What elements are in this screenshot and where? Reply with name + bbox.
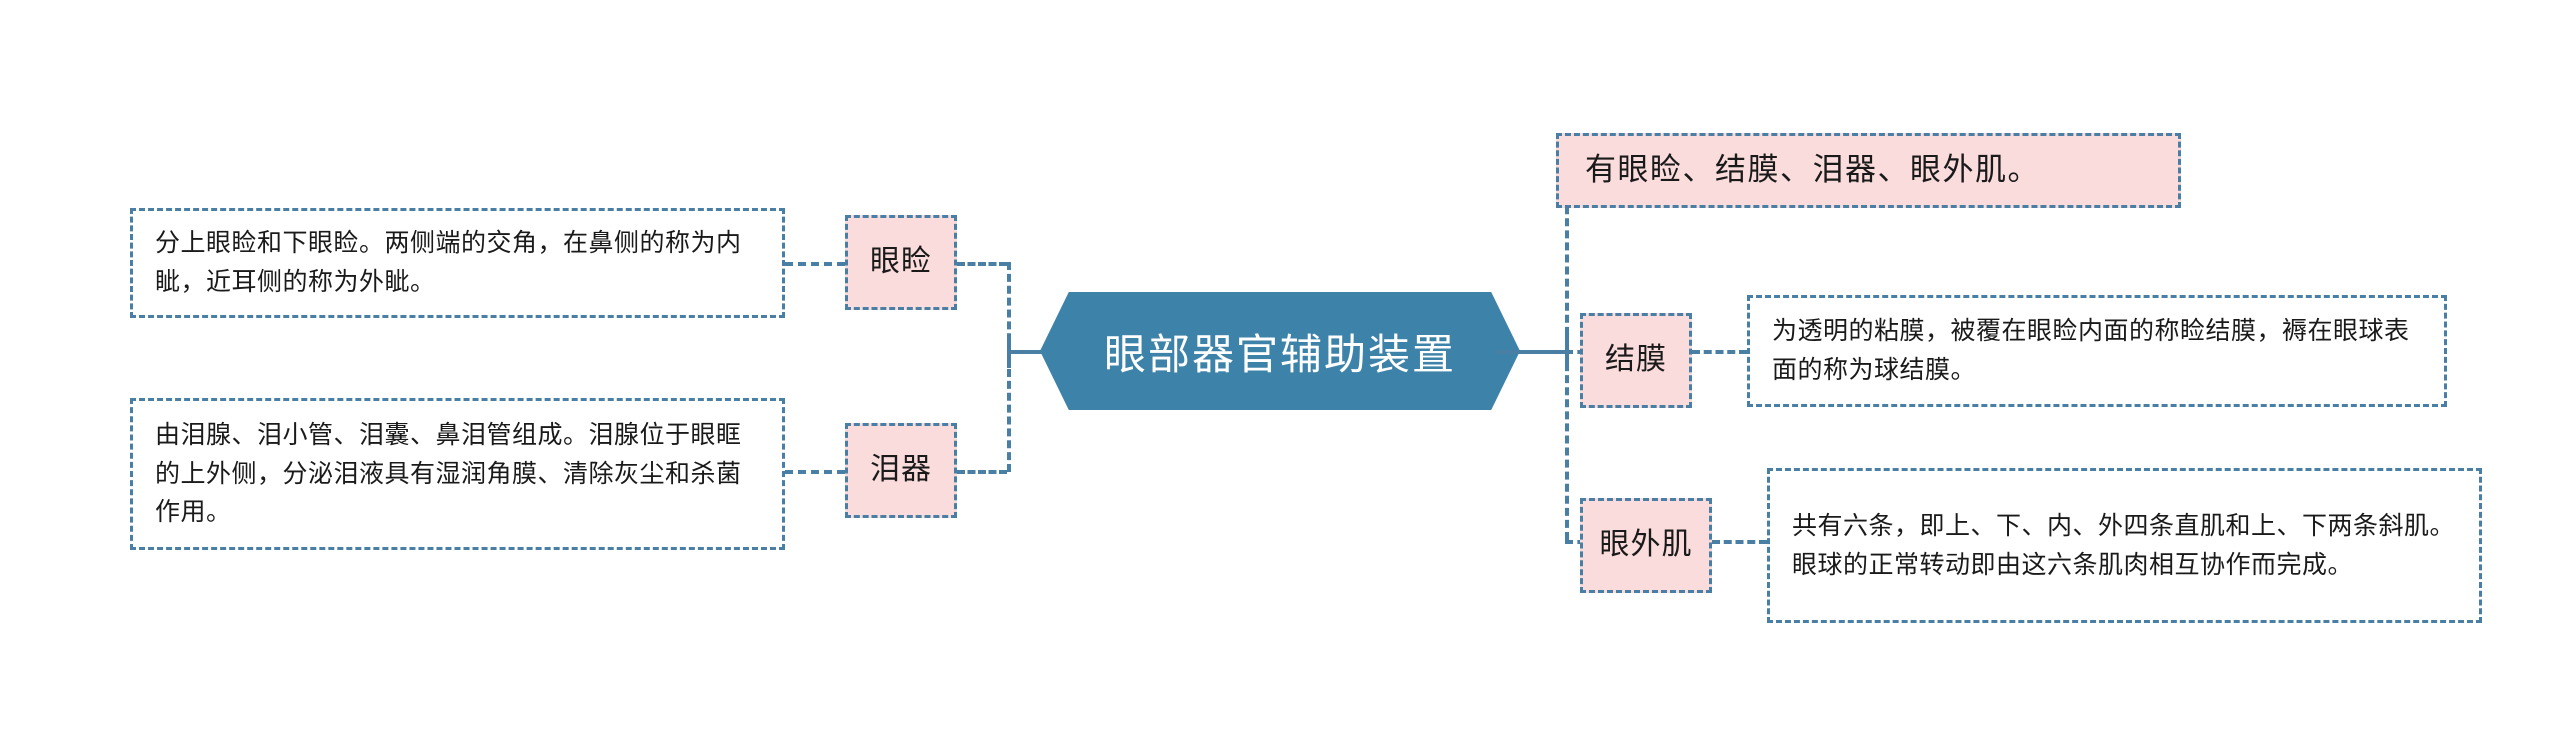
center-node-label: 眼部器官辅助装置	[1103, 330, 1456, 378]
left-description-eyelid: 分上眼睑和下眼睑。两侧端的交角，在鼻侧的称为内眦，近耳侧的称为外眦。	[130, 208, 785, 318]
node-conjunctiva-label: 结膜	[1605, 343, 1667, 377]
connector-desc2-to-lacrimal	[785, 470, 845, 474]
left-description-lacrimal-text: 由泪腺、泪小管、泪囊、鼻泪管组成。泪腺位于眼眶的上外侧，分泌泪液具有湿润角膜、清…	[155, 420, 742, 527]
connector-lacrimal-to-spine	[957, 470, 1007, 474]
right-description-extraocular-text: 共有六条，即上、下、内、外四条直肌和上、下两条斜肌。眼球的正常转动即由这六条肌肉…	[1792, 511, 2456, 579]
node-eyelid-label: 眼睑	[870, 245, 932, 279]
node-components-summary[interactable]: 有眼睑、结膜、泪器、眼外肌。	[1556, 133, 2181, 208]
right-description-conjunctiva: 为透明的粘膜，被覆在眼睑内面的称睑结膜，褥在眼球表面的称为球结膜。	[1747, 295, 2447, 407]
connector-desc1-to-eyelid	[785, 262, 845, 266]
right-spine	[1565, 170, 1569, 540]
node-components-summary-label: 有眼睑、结膜、泪器、眼外肌。	[1585, 152, 2040, 188]
node-lacrimal[interactable]: 泪器	[845, 423, 957, 518]
node-lacrimal-label: 泪器	[870, 453, 932, 487]
center-node[interactable]: 眼部器官辅助装置	[1040, 292, 1520, 410]
right-description-extraocular: 共有六条，即上、下、内、外四条直肌和上、下两条斜肌。眼球的正常转动即由这六条肌肉…	[1767, 468, 2482, 623]
node-conjunctiva[interactable]: 结膜	[1580, 313, 1692, 408]
connector-center-to-right-spine	[1497, 350, 1567, 354]
left-spine-junction	[1007, 334, 1011, 368]
right-description-conjunctiva-text: 为透明的粘膜，被覆在眼睑内面的称睑结膜，褥在眼球表面的称为球结膜。	[1772, 317, 2410, 384]
connector-extraocular-to-desc	[1712, 540, 1767, 544]
left-description-eyelid-text: 分上眼睑和下眼睑。两侧端的交角，在鼻侧的称为内眦，近耳侧的称为外眦。	[155, 229, 742, 296]
connector-eyelid-to-spine	[957, 262, 1007, 266]
node-eyelid[interactable]: 眼睑	[845, 215, 957, 310]
node-extraocular-muscles-label: 眼外肌	[1599, 528, 1693, 562]
node-extraocular-muscles[interactable]: 眼外肌	[1580, 498, 1712, 593]
connector-conjunctiva-to-desc	[1692, 350, 1747, 354]
left-description-lacrimal: 由泪腺、泪小管、泪囊、鼻泪管组成。泪腺位于眼眶的上外侧，分泌泪液具有湿润角膜、清…	[130, 398, 785, 550]
